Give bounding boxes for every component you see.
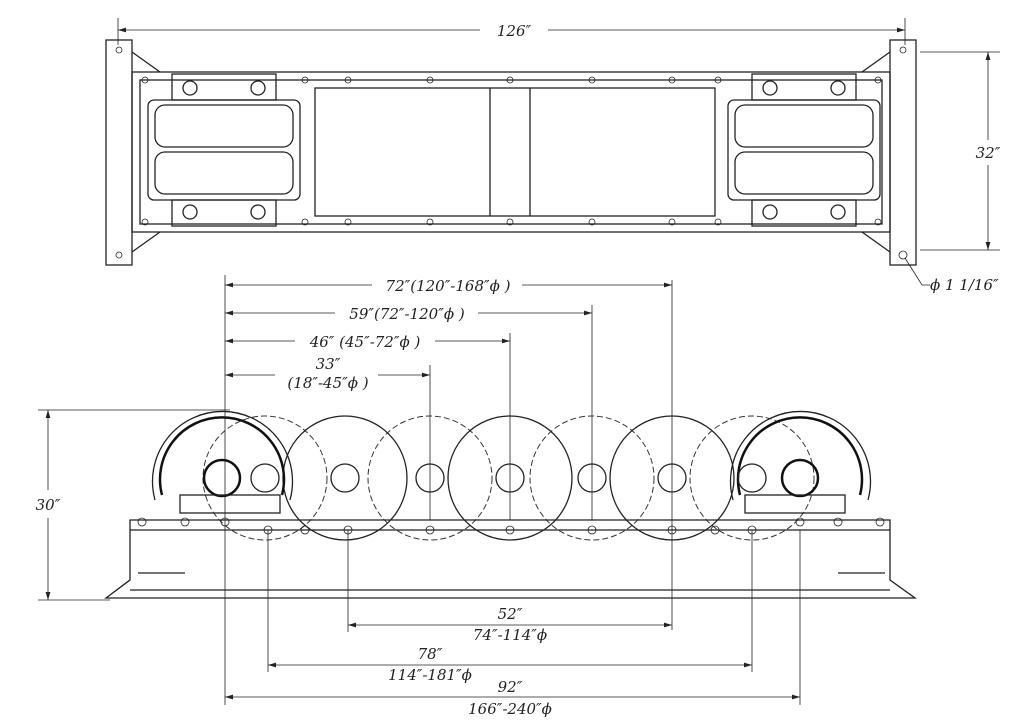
side-view: 72″(120″-168″ϕ ) 59″(72″-120″ϕ ) 46″ (45…: [36, 275, 918, 718]
bolt-holes: [115, 46, 908, 260]
dim-78-label: 78″: [418, 645, 443, 663]
dim-72-label: 72″(120″-168″ϕ ): [386, 277, 511, 295]
base-frame: [104, 517, 918, 599]
overall-length-label: 126″: [497, 22, 532, 40]
dim-52-label: 52″: [498, 605, 523, 623]
lower-dimensions: 52″ 74″-114″ϕ 78″ 114″-181″ϕ 92″ 166″-24…: [225, 530, 801, 718]
upper-dimensions: 72″(120″-168″ϕ ) 59″(72″-120″ϕ ) 46″ (45…: [224, 275, 673, 705]
width-label: 32″: [976, 144, 1001, 162]
dim-46-label: 46″ (45″-72″ϕ ): [309, 333, 421, 351]
dim-78-range-label: 114″-181″ϕ: [388, 666, 472, 684]
top-view: 126″: [105, 18, 1001, 294]
roll-wheels: [151, 410, 872, 541]
dim-92-label: 92″: [498, 678, 523, 696]
dim-33-range-label: (18″-45″ϕ ): [287, 374, 368, 392]
dim-92-range-label: 166″-240″ϕ: [468, 700, 552, 718]
hole-diameter-label: ϕ 1 1/16″: [930, 276, 999, 294]
height-dimension: 30″: [36, 409, 230, 601]
height-label: 30″: [36, 496, 61, 514]
right-wheel-assembly-top: [727, 73, 881, 227]
dim-33-label: 33″: [316, 355, 341, 373]
left-wheel-assembly-top: [147, 73, 301, 227]
dim-52-range-label: 74″-114″ϕ: [473, 626, 547, 644]
dim-59-label: 59″(72″-120″ϕ ): [349, 305, 465, 323]
